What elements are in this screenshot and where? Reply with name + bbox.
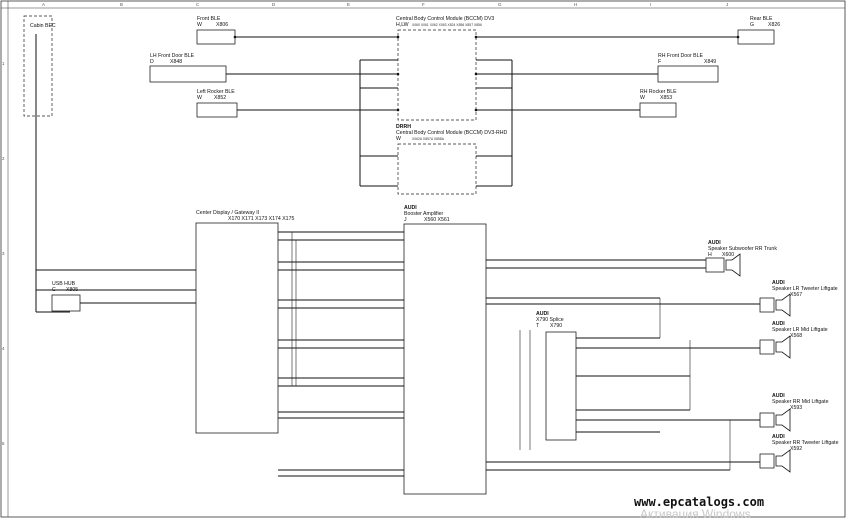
speaker-icon xyxy=(775,408,791,432)
grid-col-h: H xyxy=(574,2,577,7)
bccm-module: Central Body Control Module (BCCM) DV3 H… xyxy=(360,16,738,121)
spk4-label: Speaker RR Tweeter Liftgate xyxy=(772,440,839,446)
grid-column-labels: A B C D E F G H I J xyxy=(42,2,728,7)
spk2-label: Speaker LR Mid Liftgate xyxy=(772,327,828,333)
speaker-lr-tweeter: AUDI Speaker LR Tweeter Liftgate X567 xyxy=(660,280,838,317)
spk2-conn: X568 xyxy=(790,333,802,339)
grid-row-5: 5 xyxy=(2,441,5,446)
bccm-variant-label: DRRH xyxy=(396,124,411,130)
splice-conn: X790 xyxy=(550,323,562,329)
speaker-icon xyxy=(775,293,791,317)
sub-code: H xyxy=(708,252,712,258)
bccm-conns: X060 X061 X062 X063 X824 X856 X857 X856 xyxy=(412,23,482,27)
front-ble-label: Front BLE xyxy=(197,16,221,22)
right-rocker-ble: RH Rocker BLE W X853 xyxy=(476,89,677,118)
bccm-rhd-module: DRRH Central Body Control Module (BCCM) … xyxy=(359,60,513,195)
speaker-rr-mid: AUDI Speaker RR Mid Liftgate X593 xyxy=(759,393,829,432)
left-rocker-label: Left Rocker BLE xyxy=(197,89,235,95)
splice-label: X790 Splice xyxy=(536,317,564,323)
lh-door-code: D xyxy=(150,59,154,65)
grid-row-4: 4 xyxy=(2,346,5,351)
grid-col-f: F xyxy=(422,2,425,7)
spk3-option: AUDI xyxy=(772,393,785,399)
right-rocker-label: RH Rocker BLE xyxy=(640,89,677,95)
spk4-option: AUDI xyxy=(772,434,785,440)
bccm-label: Central Body Control Module (BCCM) DV3 xyxy=(396,16,494,22)
lh-front-door-ble: LH Front Door BLE D X848 xyxy=(149,53,398,83)
amp-conns: X560 X561 xyxy=(424,217,450,223)
subwoofer-speaker: AUDI Speaker Subwoofer RR Trunk H X600 xyxy=(705,240,777,277)
speaker-rr-tweeter: AUDI Speaker RR Tweeter Liftgate X592 xyxy=(730,434,839,473)
grid-col-d: D xyxy=(272,2,276,7)
rh-door-label: RH Front Door BLE xyxy=(658,53,704,59)
rear-ble: Rear BLE G X826 xyxy=(736,16,780,45)
left-rocker-ble: Left Rocker BLE W X852 xyxy=(196,89,398,118)
front-ble-conn: X806 xyxy=(216,22,228,28)
grid-row-labels: 1 2 3 4 5 xyxy=(2,61,5,446)
center-display-conns: X170 X171 X173 X174 X175 xyxy=(228,216,294,222)
center-display: Center Display / Gateway II X170 X171 X1… xyxy=(36,210,294,434)
audio-wire-bundle xyxy=(278,231,404,477)
rear-ble-conn: X826 xyxy=(768,22,780,28)
bccm-rhd-label: Central Body Control Module (BCCM) DV3-R… xyxy=(396,130,508,136)
usb-hub-label: USB HUB xyxy=(52,281,76,287)
center-display-label: Center Display / Gateway II xyxy=(196,210,259,216)
spk1-option: AUDI xyxy=(772,280,785,286)
bccm-rhd-code: W xyxy=(396,136,401,142)
rh-door-code: F xyxy=(658,59,661,65)
grid-col-j: J xyxy=(726,2,728,7)
rear-ble-code: G xyxy=(750,22,754,28)
lh-door-conn: X848 xyxy=(170,59,182,65)
watermark-os: Активация Windows xyxy=(640,507,751,518)
left-rocker-conn: X852 xyxy=(214,95,226,101)
grid-col-e: E xyxy=(347,2,350,7)
speaker-icon xyxy=(775,335,791,359)
grid-col-i: I xyxy=(650,2,651,7)
spk3-conn: X593 xyxy=(790,405,802,411)
spk3-label: Speaker RR Mid Liftgate xyxy=(772,399,829,405)
right-rocker-conn: X853 xyxy=(660,95,672,101)
bccm-code: H,LW xyxy=(396,22,409,28)
splice-code: T xyxy=(536,323,540,329)
sub-option: AUDI xyxy=(708,240,721,246)
grid-col-b: B xyxy=(120,2,123,7)
watermark: www.epcatalogs.com Активация Windows xyxy=(628,494,838,518)
right-rocker-code: W xyxy=(640,95,645,101)
amp-code: J xyxy=(404,217,407,223)
left-rocker-code: W xyxy=(197,95,202,101)
amp-label: Booster Amplifier xyxy=(404,211,443,217)
booster-amplifier: AUDI Booster Amplifier J X560 X561 xyxy=(403,205,487,495)
sub-label: Speaker Subwoofer RR Trunk xyxy=(708,246,777,252)
cabin-bec-label: Cabin BEC xyxy=(30,23,56,29)
spk2-option: AUDI xyxy=(772,321,785,327)
lh-door-label: LH Front Door BLE xyxy=(150,53,195,59)
rh-front-door-ble: RH Front Door BLE F X849 xyxy=(476,53,719,83)
grid-row-3: 3 xyxy=(2,251,5,256)
speaker-icon xyxy=(775,449,791,473)
grid-row-1: 1 xyxy=(2,61,5,66)
speaker-icon xyxy=(725,253,741,277)
speaker-lr-mid: AUDI Speaker LR Mid Liftgate X568 xyxy=(759,321,828,359)
amp-option: AUDI xyxy=(404,205,417,211)
spk4-conn: X592 xyxy=(790,446,802,452)
spk1-label: Speaker LR Tweeter Liftgate xyxy=(772,286,838,292)
grid-col-g: G xyxy=(498,2,502,7)
splice-option: AUDI xyxy=(536,311,549,317)
rear-ble-label: Rear BLE xyxy=(750,16,773,22)
cabin-bec: Cabin BEC xyxy=(23,15,70,313)
bccm-rhd-conns: X062A X857A X858A xyxy=(412,137,445,141)
front-ble-code: W xyxy=(197,22,202,28)
grid-row-2: 2 xyxy=(2,156,5,161)
sub-conn: X600 xyxy=(722,252,734,258)
spk1-conn: X567 xyxy=(790,292,802,298)
x790-splice: AUDI X790 Splice T X790 xyxy=(486,259,760,471)
rh-door-conn: X849 xyxy=(704,59,716,65)
front-ble: Front BLE W X806 xyxy=(196,16,398,45)
grid-col-c: C xyxy=(196,2,200,7)
usb-hub: USB HUB C X805 xyxy=(51,281,196,312)
grid-col-a: A xyxy=(42,2,45,7)
watermark-site: www.epcatalogs.com xyxy=(634,495,764,509)
